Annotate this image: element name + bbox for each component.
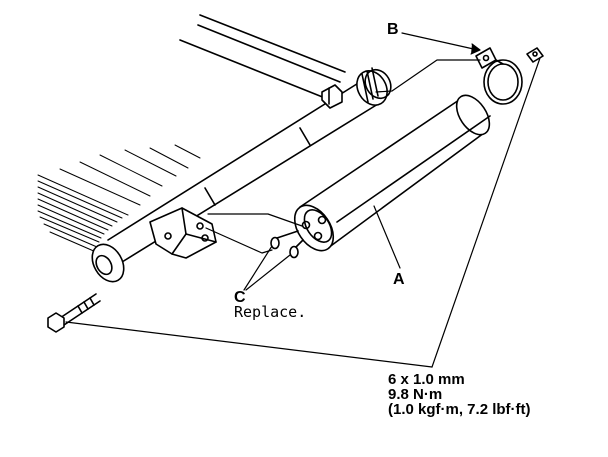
condenser-fins: [37, 144, 201, 253]
label-a: A: [393, 271, 405, 288]
mounting-clamp: [475, 47, 544, 105]
torque-spec: 6 x 1.0 mm 9.8 N·m (1.0 kgf·m, 7.2 lbf·f…: [388, 372, 531, 417]
mounting-bolt: [47, 293, 101, 333]
receiver-drier: [293, 94, 491, 252]
lower-bracket: [149, 207, 217, 259]
condenser-frame: [179, 14, 346, 101]
label-b: B: [387, 21, 399, 38]
torque-spec-imperial: (1.0 kgf·m, 7.2 lbf·ft): [388, 401, 531, 418]
leader-lines: [65, 32, 541, 368]
label-c-note: Replace.: [234, 303, 307, 321]
o-rings: [270, 230, 304, 259]
torque-spec-nm: 9.8 N·m: [388, 386, 443, 403]
top-fitting: [321, 67, 392, 109]
label-c: C: [234, 289, 246, 306]
torque-spec-size: 6 x 1.0 mm: [388, 371, 465, 388]
